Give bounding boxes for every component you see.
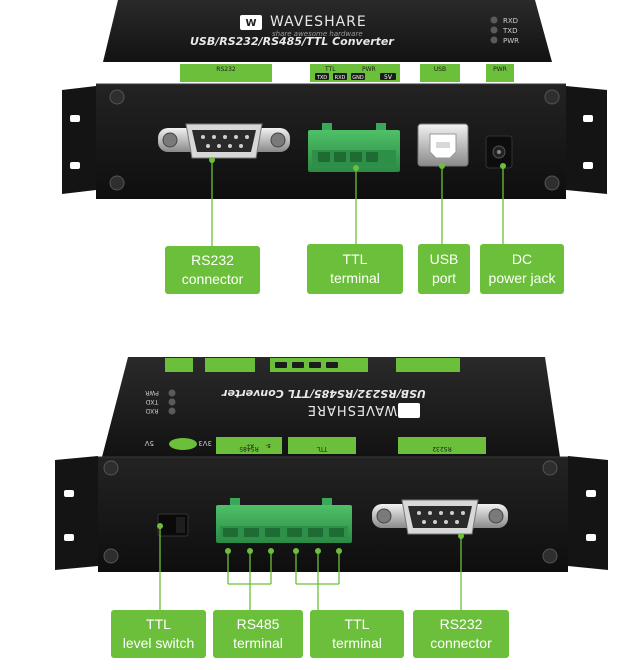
svg-text:RXD: RXD <box>145 407 158 414</box>
svg-text:TXD: TXD <box>145 398 159 405</box>
screw-icon <box>544 89 560 105</box>
led-rxd-icon <box>490 16 498 24</box>
callout-usb-port-top: USB port <box>418 244 470 294</box>
brand-name: WAVESHARE <box>270 14 367 30</box>
svg-text:5V: 5V <box>384 74 393 81</box>
screw-icon <box>544 175 560 191</box>
brand-name-rotated: WAVESHARE <box>307 402 397 417</box>
strip-rs485 <box>216 437 282 454</box>
svg-text:TTL: TTL <box>316 445 328 452</box>
led-txd-icon <box>490 26 498 34</box>
svg-text:RXD: RXD <box>503 17 518 25</box>
level-switch-indicator <box>169 438 197 450</box>
svg-text:USB: USB <box>434 66 446 73</box>
svg-text:3V3: 3V3 <box>198 439 212 447</box>
svg-text:PWR: PWR <box>362 66 376 73</box>
strip-ttl-bottom <box>288 437 356 454</box>
callout-rs485-terminal: RS485 terminal <box>213 610 303 658</box>
strip-rs232-bottom <box>398 437 486 454</box>
db9-connector-bottom <box>372 499 508 535</box>
callout-rs232-connector-top: RS232 connector <box>165 246 260 294</box>
brand-tagline: share awesome hardware <box>272 30 363 38</box>
svg-text:TXD: TXD <box>502 27 517 35</box>
bottom-device: USB/RS232/RS485/TTL Converter WAVESHARE … <box>55 357 608 610</box>
svg-text:PWR: PWR <box>493 66 507 73</box>
right-mount-flange <box>568 456 608 570</box>
rs485-ttl-terminal-block <box>216 498 352 543</box>
svg-text:W: W <box>245 18 256 29</box>
svg-text:RS485: RS485 <box>239 445 259 452</box>
led-pwr-icon <box>490 36 498 44</box>
svg-text:RS232: RS232 <box>432 445 452 452</box>
screw-icon <box>109 175 125 191</box>
model-name-rotated: USB/RS232/RS485/TTL Converter <box>222 387 426 400</box>
brand-logo-icon <box>398 403 420 418</box>
callout-dc-power-jack-top: DC power jack <box>480 244 564 294</box>
top-face <box>103 0 552 62</box>
callout-rs232-connector-bottom: RS232 connector <box>413 610 509 658</box>
mount-slot <box>583 115 593 122</box>
mount-slot <box>583 162 593 169</box>
top-face <box>102 357 560 457</box>
brand-logo-icon <box>240 15 262 30</box>
db9-connector-top <box>158 123 290 159</box>
mount-slot <box>70 115 80 122</box>
ttl-level-switch <box>157 513 189 537</box>
dc-jack-top <box>485 135 513 169</box>
svg-text:PWR: PWR <box>503 37 519 45</box>
usb-port-top <box>417 123 469 167</box>
screw-icon <box>109 89 125 105</box>
left-mount-flange <box>55 456 98 570</box>
callout-ttl-level-switch: TTL level switch <box>111 610 206 658</box>
right-mount-flange <box>566 86 607 194</box>
strip-usb <box>420 64 460 82</box>
callout-ttl-terminal-bottom: TTL terminal <box>310 610 404 658</box>
strip-rs232 <box>180 64 272 82</box>
strip-pwr <box>486 64 514 82</box>
svg-text:TTL: TTL <box>324 66 336 73</box>
left-mount-flange <box>62 86 96 194</box>
svg-text:5V: 5V <box>145 439 154 447</box>
ttl-terminal-block-top <box>308 123 400 172</box>
mount-slot <box>70 162 80 169</box>
top-device: W WAVESHARE share awesome hardware USB/R… <box>62 0 607 246</box>
svg-text:RS232: RS232 <box>216 66 236 73</box>
model-name: USB/RS232/RS485/TTL Converter <box>190 35 394 48</box>
callout-ttl-terminal-top: TTL terminal <box>307 244 403 294</box>
svg-text:PWR: PWR <box>145 389 159 396</box>
